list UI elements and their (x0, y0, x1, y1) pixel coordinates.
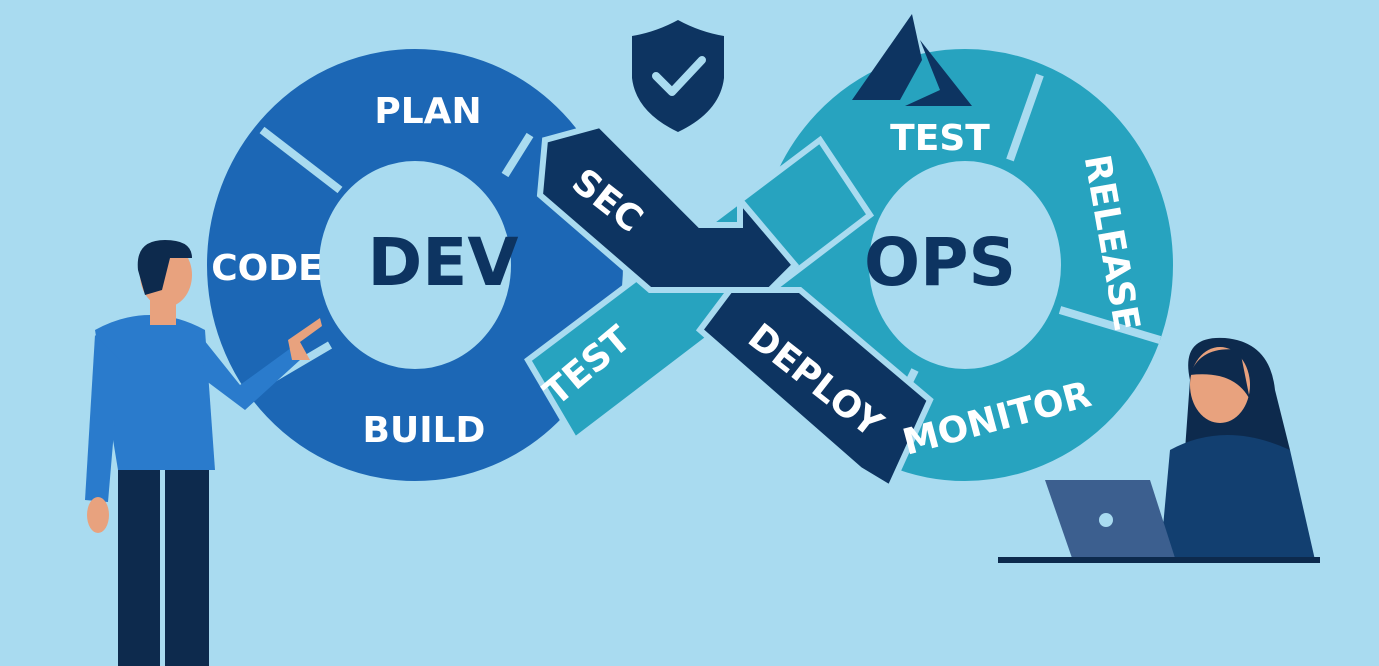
dev-label: DEV (368, 224, 519, 301)
woman-laptop-figure (998, 337, 1320, 563)
stage-ops-test: TEST (890, 118, 990, 159)
ops-label: OPS (864, 224, 1016, 301)
azure-logo-icon (852, 14, 972, 106)
stage-plan: PLAN (374, 91, 481, 132)
deploy-band (695, 287, 934, 493)
sec-arrow-band (536, 121, 800, 328)
stage-code: CODE (211, 248, 323, 289)
shield-check-icon (632, 20, 724, 132)
stage-build: BUILD (363, 410, 486, 451)
man-pointing-figure (85, 240, 322, 666)
